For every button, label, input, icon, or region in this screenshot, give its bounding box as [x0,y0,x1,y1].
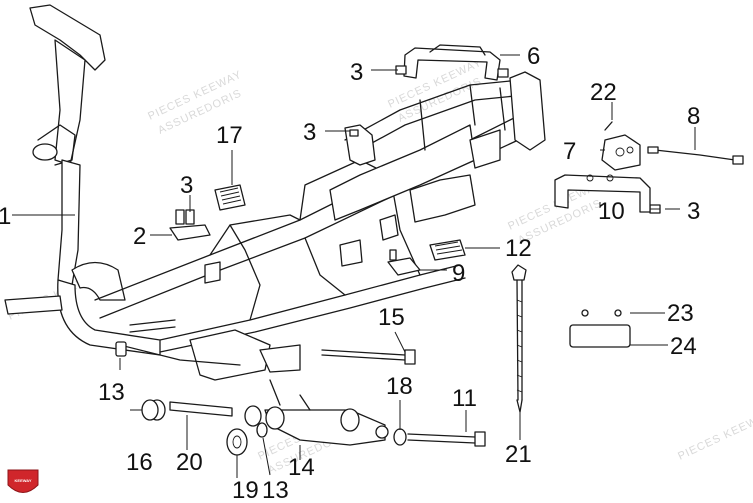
callout-13-left: 13 [98,379,125,406]
callout-15: 15 [378,304,405,331]
watermark: PIECES KEEWAY ASSUREDORIS PIECES KEEWAY … [6,57,753,477]
brand-logo: KEEWAY [7,469,39,493]
callout-16: 16 [126,449,153,476]
callout-6: 6 [527,43,540,70]
part-21-bolt [511,264,527,413]
callout-3-right: 3 [687,198,700,225]
callout-21: 21 [505,441,532,468]
main-frame [4,4,546,381]
part-20-sleeve [169,401,233,417]
callout-7: 7 [563,138,576,165]
callout-14: 14 [288,454,315,481]
callout-24: 24 [670,333,697,360]
leader-lines [12,54,696,478]
part-17-pad [214,184,246,211]
callout-1: 1 [0,203,11,230]
callout-18: 18 [386,373,413,400]
callout-19: 19 [232,477,259,503]
part-19-collar [226,428,248,456]
part-12-pad [429,239,466,261]
part-6-bracket [395,44,509,81]
callout-3-mid: 3 [303,119,316,146]
callout-23: 23 [667,300,694,327]
callout-11: 11 [452,385,477,412]
part-24-plate [569,309,631,348]
svg-text:KEEWAY: KEEWAY [15,478,32,483]
part-13-nut [115,341,127,357]
part-11-bolt [407,431,486,447]
part-16-bushing [141,399,166,421]
part-15-bolt [321,349,416,365]
callout-3-top: 3 [350,59,363,86]
part-10-bracket [554,174,651,213]
part-13-washer [244,405,268,438]
part-9-bracket [387,249,421,276]
part-18-washer [393,428,407,446]
part-7-latch [601,121,744,171]
callout-3-left: 3 [180,172,193,199]
part-14-link [264,379,389,446]
callout-22: 22 [590,79,617,106]
callout-10: 10 [598,198,625,225]
part-2-bracket [169,224,211,241]
callout-12: 12 [505,235,532,262]
callout-9: 9 [452,260,465,287]
callout-13-bottom: 13 [262,477,289,503]
callout-labels: 1 2 3 3 3 3 6 7 8 9 10 11 12 13 13 14 15… [0,43,700,503]
callout-2: 2 [133,223,146,250]
callout-8: 8 [687,103,700,130]
callout-20: 20 [176,449,203,476]
svg-text:PIECES KEEWAY: PIECES KEEWAY [676,409,753,463]
callout-17: 17 [216,122,243,149]
part-3-bolts [175,124,661,225]
